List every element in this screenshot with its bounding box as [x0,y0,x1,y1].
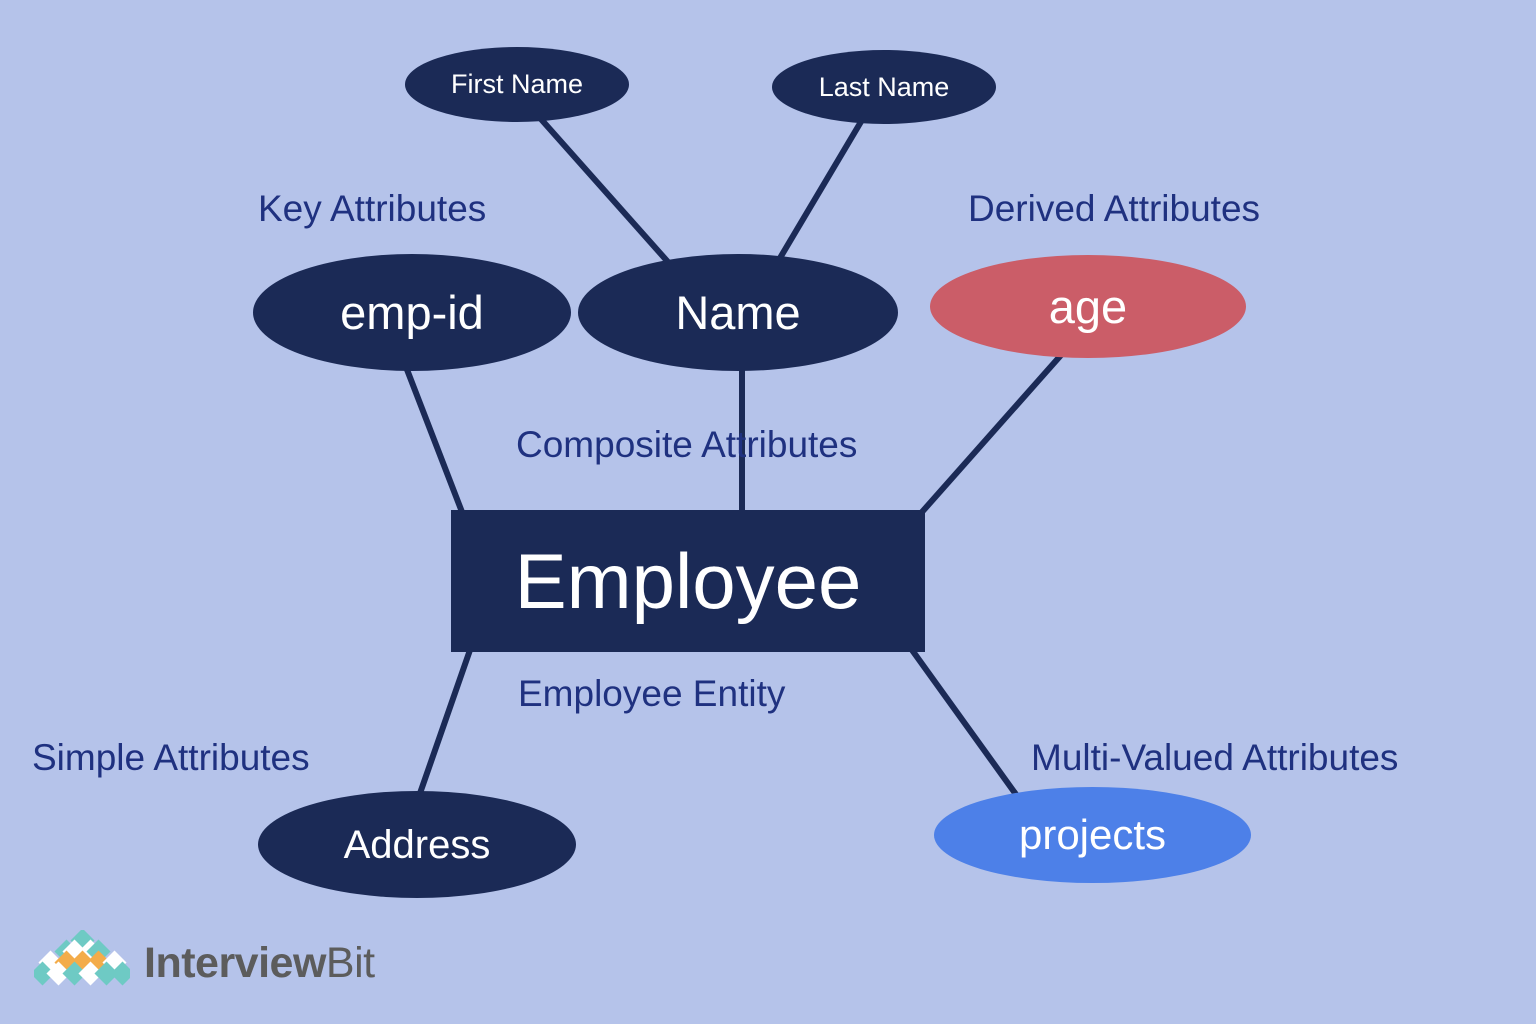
attribute-node-emp-id[interactable]: emp-id [253,254,571,371]
edge-address-to-employee [415,649,473,800]
caption-key-attributes: Key Attributes [258,188,487,229]
attribute-node-name[interactable]: Name [578,254,898,371]
logo-text-interview: Interview [144,938,326,987]
logo-text-bit: Bit [325,938,375,987]
attribute-node-projects[interactable]: projects [934,787,1251,883]
caption-employee-entity: Employee Entity [518,673,786,714]
attribute-node-first-name[interactable]: First Name [405,47,629,122]
entity-node-employee[interactable]: Employee [451,510,925,652]
edge-last-name-to-name [777,118,865,260]
interviewbit-logo-mark [34,930,130,986]
attribute-node-address[interactable]: Address [258,791,576,898]
caption-multi-valued-attributes: Multi-Valued Attributes [1031,737,1399,778]
edge-first-name-to-name [537,116,671,264]
edge-emp-id-to-employee [403,365,465,514]
caption-simple-attributes: Simple Attributes [32,737,310,778]
attribute-node-last-name[interactable]: Last Name [772,50,996,124]
interviewbit-logo[interactable]: InterviewBit [34,930,375,996]
edge-projects-to-employee [909,648,1023,802]
caption-composite-attributes: Composite Attributes [516,424,858,465]
caption-derived-attributes: Derived Attributes [968,188,1261,229]
edge-age-to-employee [919,352,1065,514]
interviewbit-wordmark: InterviewBit [144,938,375,987]
attribute-node-age[interactable]: age [930,255,1246,358]
